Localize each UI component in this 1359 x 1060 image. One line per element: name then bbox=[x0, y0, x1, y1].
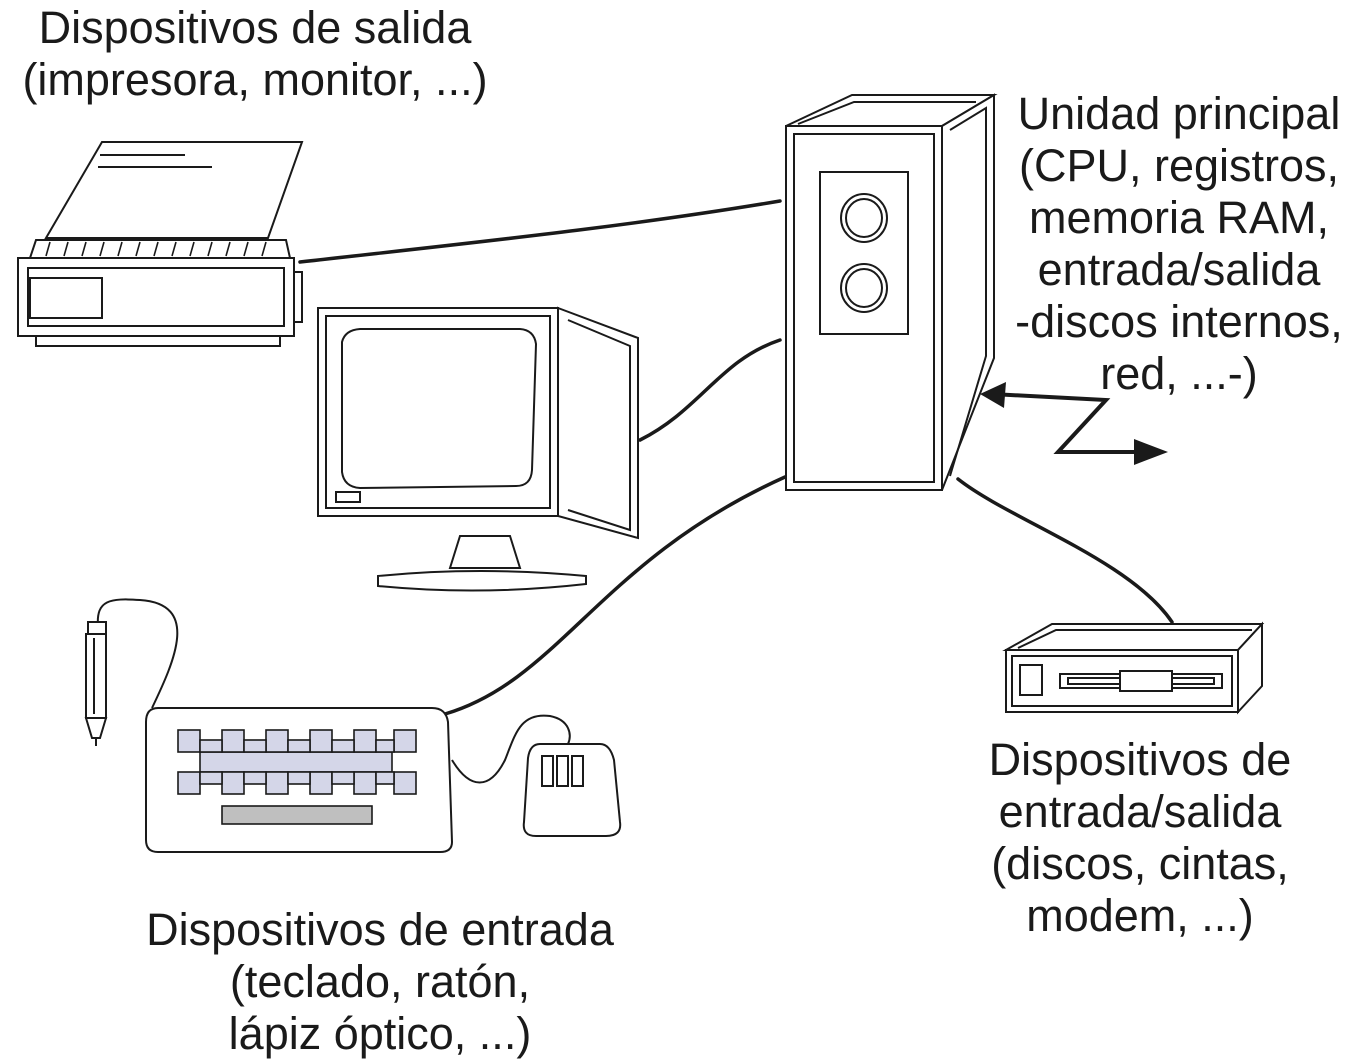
spacebar bbox=[221, 805, 373, 825]
cables bbox=[298, 199, 1174, 716]
network-arrow-icon bbox=[980, 382, 1168, 465]
monitor-cable bbox=[638, 338, 782, 442]
printer-icon bbox=[17, 141, 304, 347]
drive-cable bbox=[956, 477, 1174, 624]
monitor-icon bbox=[317, 306, 639, 592]
keyboard-cable bbox=[443, 475, 787, 716]
main-unit-title: Unidad principal bbox=[1017, 88, 1341, 139]
io-devices-line2: entrada/salida bbox=[998, 786, 1282, 837]
input-devices-label: Dispositivos de entrada (teclado, ratón,… bbox=[120, 904, 640, 1060]
drive-icon bbox=[1002, 621, 1265, 715]
tower-cpu-icon bbox=[785, 93, 998, 491]
io-devices-line4: modem, ...) bbox=[1026, 890, 1254, 941]
mouse-icon bbox=[451, 714, 622, 837]
io-devices-line3: (discos, cintas, bbox=[991, 838, 1289, 889]
io-devices-title: Dispositivos de bbox=[988, 734, 1292, 785]
main-unit-line3: memoria RAM, bbox=[1028, 192, 1330, 243]
output-devices-examples: (impresora, monitor, ...) bbox=[22, 54, 488, 105]
main-unit-line6: red, ...-) bbox=[1100, 348, 1258, 399]
io-devices-label: Dispositivos de entrada/salida (discos, … bbox=[960, 734, 1320, 942]
input-devices-line2: (teclado, ratón, bbox=[229, 956, 531, 1007]
main-unit-line2: (CPU, registros, bbox=[1018, 140, 1340, 191]
input-devices-line3: lápiz óptico, ...) bbox=[228, 1008, 532, 1059]
printer-cable bbox=[298, 199, 782, 264]
main-unit-line4: entrada/salida bbox=[1037, 244, 1321, 295]
main-unit-line5: -discos internos, bbox=[1015, 296, 1343, 347]
keyboard-icon bbox=[145, 707, 454, 853]
output-devices-title: Dispositivos de salida bbox=[38, 2, 472, 53]
keyboard-keys bbox=[177, 729, 417, 795]
input-devices-title: Dispositivos de entrada bbox=[146, 904, 614, 955]
light-pen-icon bbox=[84, 598, 179, 746]
output-devices-label: Dispositivos de salida (impresora, monit… bbox=[10, 2, 500, 106]
main-unit-label: Unidad principal (CPU, registros, memori… bbox=[1004, 88, 1354, 400]
